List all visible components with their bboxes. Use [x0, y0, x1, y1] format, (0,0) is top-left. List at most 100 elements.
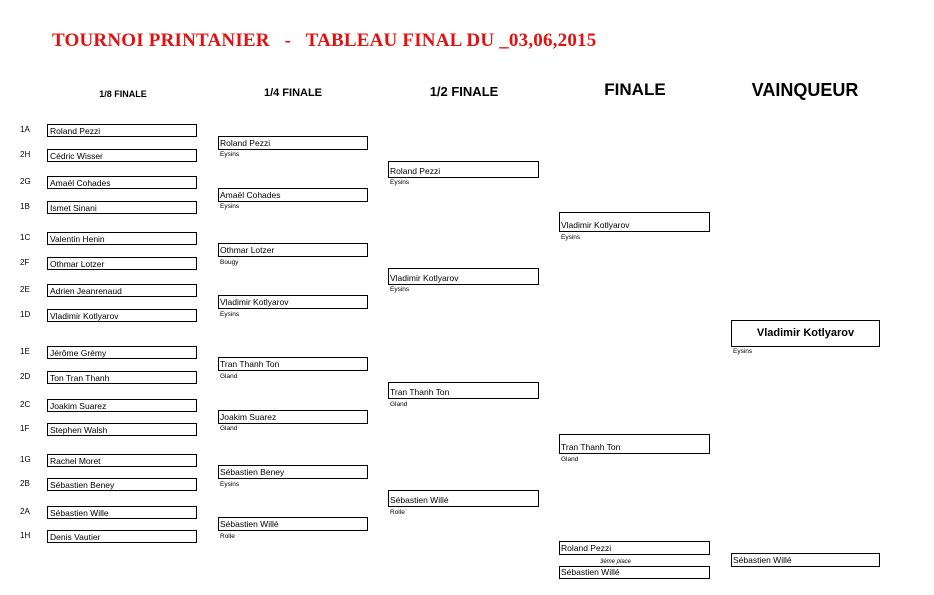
player-name: Sébastien Willé: [220, 519, 279, 529]
player-name: Vladimir Kotlyarov: [220, 297, 289, 307]
player-name: Amaël Cohades: [220, 190, 281, 200]
bracket-slot: Vladimir Kotlyarov: [218, 295, 368, 309]
club-name: Eysins: [390, 179, 410, 186]
bracket-slot: Othmar Lotzer: [47, 257, 197, 270]
club-name: Gland: [390, 401, 408, 408]
club-name: Eysins: [220, 481, 240, 488]
bracket-slot: Tran Thanh Ton: [559, 434, 710, 454]
bracket-slot: Amaël Cohades: [47, 176, 197, 189]
player-name: Sébastien Willé: [561, 567, 620, 577]
club-name: Eysins: [220, 311, 240, 318]
club-name: Bougy: [220, 259, 239, 266]
player-name: Joakim Suarez: [220, 412, 277, 422]
player-name: Tran Thanh Ton: [390, 387, 450, 397]
champion-slot: Vladimir Kotlyarov: [731, 320, 880, 347]
player-name: Vladimir Kotlyarov: [390, 273, 459, 283]
club-name: Rolle: [220, 533, 235, 540]
player-name: Ismet Sinani: [50, 203, 97, 213]
club-name: Eysins: [390, 286, 410, 293]
third-place-label: 3ème place: [600, 559, 632, 565]
header-quarter-finals: 1/4 FINALE: [263, 87, 323, 99]
seed-label: 2C: [20, 400, 31, 409]
bracket-slot: Sébastien Willé: [388, 490, 539, 507]
bracket-slot: Ton Tran Thanh: [47, 371, 197, 384]
player-name: Sébastien Beney: [220, 467, 285, 477]
bracket-slot: Sébastien Willé: [218, 517, 368, 531]
player-name: Adrien Jeanrenaud: [50, 286, 122, 296]
bracket-slot: Vladimir Kotlyarov: [559, 212, 710, 232]
player-name: Rachel Moret: [50, 456, 101, 466]
page-title: TOURNOI PRINTANIER - TABLEAU FINAL DU _0…: [52, 30, 597, 51]
seed-label: 1A: [20, 125, 30, 134]
seed-label: 2F: [20, 258, 30, 267]
player-name: Amaël Cohades: [50, 178, 111, 188]
bracket-slot: Joakim Suarez: [47, 399, 197, 412]
player-name: Jérôme Grémy: [50, 348, 107, 358]
bracket-slot: Roland Pezzi: [47, 124, 197, 137]
header-round-of-16: 1/8 FINALE: [99, 89, 147, 99]
player-name: Vladimir Kotlyarov: [561, 220, 630, 230]
third-place-slot: Roland Pezzi: [559, 541, 710, 555]
player-name: Roland Pezzi: [50, 126, 101, 136]
seed-label: 2E: [20, 285, 30, 294]
seed-label: 2A: [20, 507, 30, 516]
club-name: Eysins: [733, 348, 753, 355]
champion-name: Vladimir Kotlyarov: [756, 327, 855, 339]
player-name: Othmar Lotzer: [220, 245, 275, 255]
bracket-slot: Jérôme Grémy: [47, 346, 197, 359]
bracket-slot: Amaël Cohades: [218, 188, 368, 202]
bracket-slot: Stephen Walsh: [47, 423, 197, 436]
third-place-slot: Sébastien Willé: [559, 566, 710, 579]
bracket-slot: Joakim Suarez: [218, 410, 368, 424]
header-final: FINALE: [604, 80, 666, 99]
club-name: Eysins: [220, 151, 240, 158]
bracket-slot: Sébastien Beney: [47, 478, 197, 491]
club-name: Eysins: [561, 234, 581, 241]
seed-label: 2H: [20, 150, 31, 159]
club-name: Gland: [220, 425, 238, 432]
bracket-slot: Sébastien Wille: [47, 506, 197, 519]
bracket-slot: Valentin Henin: [47, 232, 197, 245]
player-name: Sébastien Willé: [733, 555, 792, 565]
seed-label: 1C: [20, 233, 31, 242]
player-name: Valentin Henin: [50, 234, 105, 244]
player-name: Sébastien Willé: [390, 495, 449, 505]
header-winner: VAINQUEUR: [751, 80, 859, 100]
player-name: Ton Tran Thanh: [50, 373, 110, 383]
bracket-slot: Rachel Moret: [47, 454, 197, 467]
player-name: Cédric Wisser: [50, 151, 103, 161]
seed-label: 1G: [20, 455, 31, 464]
bracket-slot: Denis Vautier: [47, 530, 197, 543]
player-name: Tran Thanh Ton: [561, 442, 621, 452]
bracket-slot: Adrien Jeanrenaud: [47, 284, 197, 297]
seed-label: 2B: [20, 479, 30, 488]
third-place-winner-slot: Sébastien Willé: [731, 553, 880, 567]
bracket-slot: Vladimir Kotlyarov: [388, 268, 539, 285]
seed-label: 1E: [20, 347, 30, 356]
player-name: Roland Pezzi: [561, 543, 612, 553]
bracket-slot: Sébastien Beney: [218, 465, 368, 479]
player-name: Roland Pezzi: [220, 138, 271, 148]
player-name: Sébastien Beney: [50, 480, 115, 490]
seed-label: 1H: [20, 531, 31, 540]
seed-label: 1B: [20, 202, 30, 211]
club-name: Eysins: [220, 203, 240, 210]
player-name: Stephen Walsh: [50, 425, 108, 435]
bracket-slot: Tran Thanh Ton: [218, 357, 368, 371]
seed-label: 2G: [20, 177, 31, 186]
bracket-slot: Cédric Wisser: [47, 149, 197, 162]
bracket-slot: Roland Pezzi: [388, 161, 539, 178]
player-name: Roland Pezzi: [390, 166, 441, 176]
player-name: Joakim Suarez: [50, 401, 107, 411]
seed-label: 1F: [20, 424, 30, 433]
bracket-slot: Ismet Sinani: [47, 201, 197, 214]
bracket-slot: Vladimir Kotlyarov: [47, 309, 197, 322]
bracket-slot: Othmar Lotzer: [218, 243, 368, 257]
player-name: Sébastien Wille: [50, 508, 109, 518]
player-name: Vladimir Kotlyarov: [50, 311, 119, 321]
club-name: Gland: [561, 456, 579, 463]
player-name: Denis Vautier: [50, 532, 101, 542]
header-semi-finals: 1/2 FINALE: [429, 84, 499, 99]
seed-label: 2D: [20, 372, 31, 381]
bracket-slot: Tran Thanh Ton: [388, 382, 539, 399]
